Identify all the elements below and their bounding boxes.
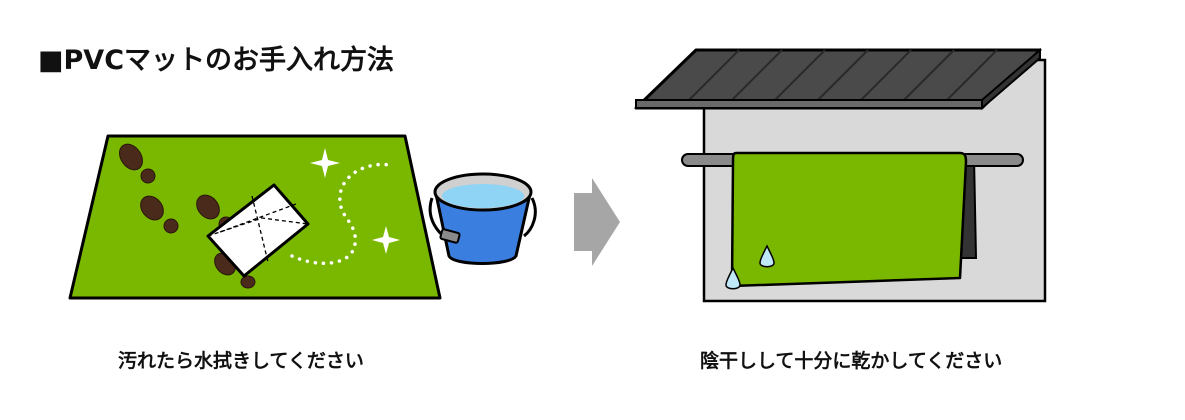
drying-scene — [634, 47, 1047, 303]
step-2-caption: 陰干しして十分に乾かしてください — [700, 350, 1003, 372]
step-1-caption: 汚れたら水拭きしてください — [118, 350, 364, 372]
page-title: ■PVCマットのお手入れ方法 — [38, 45, 395, 76]
next-step-arrow — [574, 178, 620, 266]
wipe-trail — [290, 162, 396, 266]
mat-scene — [68, 134, 537, 300]
sparkle-icon — [310, 148, 400, 254]
roof-ridges — [680, 49, 998, 109]
bucket-icon — [428, 172, 537, 265]
water-drop-icon — [725, 244, 775, 290]
hanging-mat — [730, 151, 968, 288]
cloth-icon — [206, 183, 310, 278]
